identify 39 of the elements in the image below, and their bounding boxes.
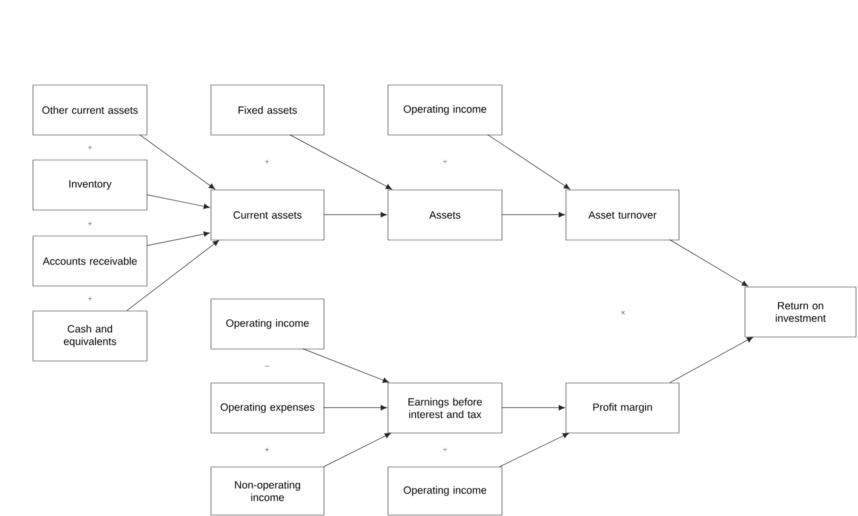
process-box: Earnings before interest and tax — [388, 382, 502, 434]
process-box: Inventory — [32, 160, 148, 210]
arrow — [289, 134, 392, 190]
operator-sign: ÷ — [443, 160, 447, 164]
process-box: Cash and equivalents — [32, 310, 148, 362]
arrow — [669, 239, 748, 286]
operator-sign: + — [88, 222, 92, 226]
process-box: Assets — [388, 190, 502, 240]
process-box: Operating income — [388, 466, 502, 516]
process-box: Return on investment — [744, 286, 856, 338]
process-box: Fixed assets — [210, 84, 324, 136]
process-box: Operating income — [388, 84, 502, 136]
arrow — [323, 212, 387, 218]
process-box: Operating expenses — [210, 382, 324, 434]
operator-sign: + — [265, 160, 269, 164]
arrow — [323, 404, 387, 410]
operator-sign: + — [265, 448, 269, 452]
arrow — [139, 134, 216, 190]
arrow — [501, 404, 565, 410]
arrow — [146, 231, 210, 246]
arrow — [487, 134, 570, 190]
arrow — [302, 348, 389, 383]
operator-sign: ÷ — [443, 448, 447, 452]
process-box: Accounts receivable — [32, 236, 148, 286]
arrow — [146, 194, 210, 210]
arrow — [501, 212, 565, 218]
process-box: Profit margin — [566, 382, 680, 434]
process-box: Other current assets — [32, 84, 148, 136]
process-box: Operating income — [210, 298, 324, 350]
process-box: Non-operating income — [210, 466, 324, 516]
operator-sign: + — [88, 296, 92, 301]
operator-sign: × — [621, 310, 625, 314]
operator-sign: + — [88, 146, 92, 150]
arrow — [323, 432, 392, 467]
arrow — [499, 432, 570, 467]
process-box: Asset turnover — [566, 190, 680, 240]
process-box: Current assets — [210, 190, 324, 240]
arrow — [669, 336, 754, 383]
arrow — [126, 240, 220, 311]
